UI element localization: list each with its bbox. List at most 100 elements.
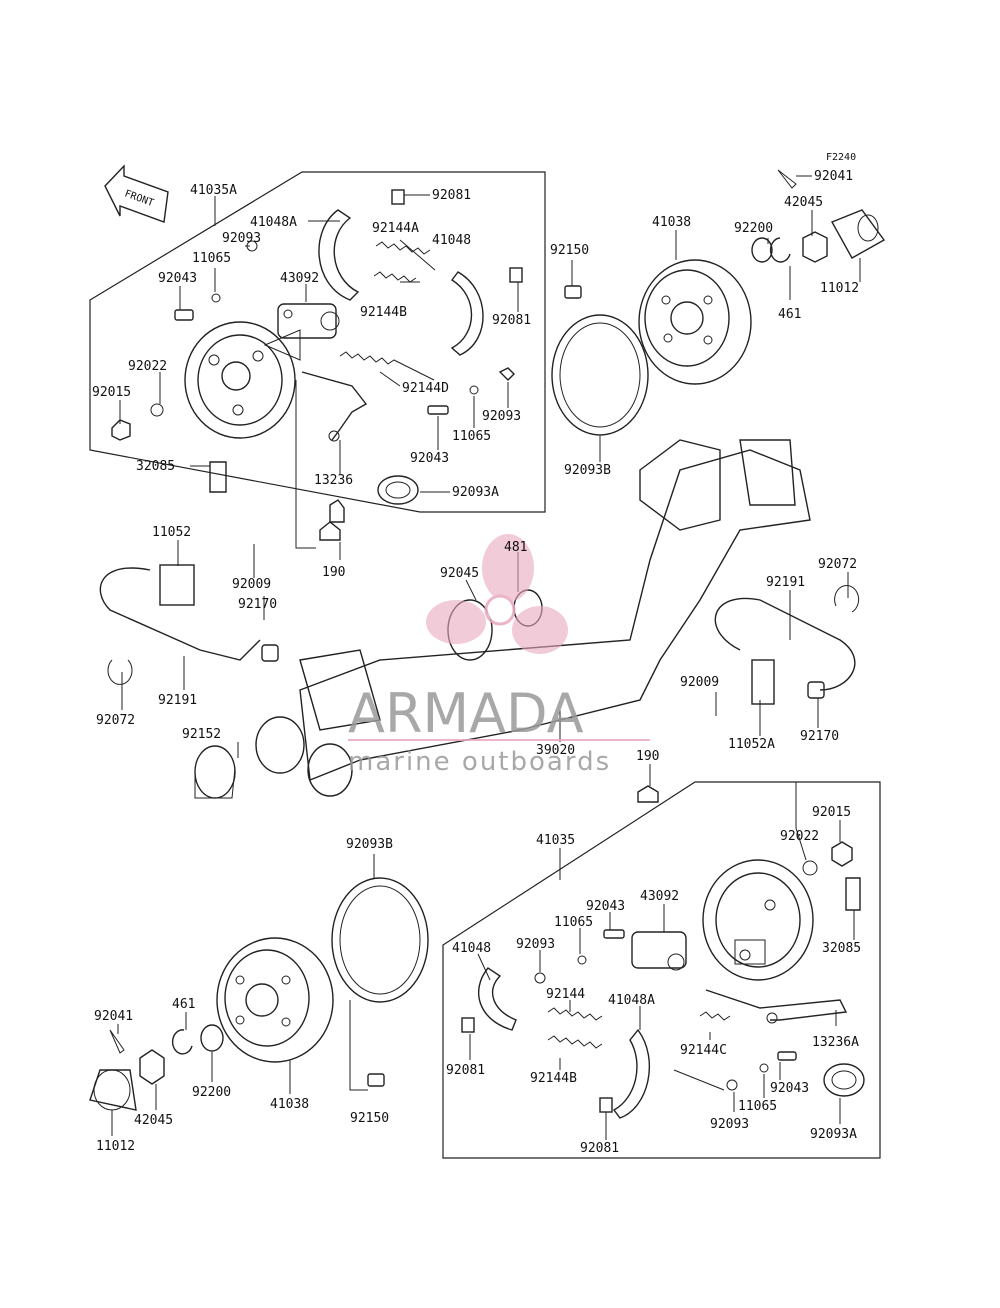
label-92191-right: 92191: [766, 575, 805, 590]
brake-lever-left: [301, 371, 368, 442]
label-11065-top-1: 11065: [192, 251, 231, 266]
label-190-left: 190: [322, 565, 345, 580]
drum-seal-ring-top: [551, 314, 649, 436]
label-13236A: 13236A: [812, 1035, 859, 1050]
brake-shoe-left-b: [450, 271, 484, 356]
springs-right: [547, 1007, 731, 1049]
brake-shoe-right-b: [612, 1028, 651, 1119]
axle-end-parts-top: [564, 169, 886, 299]
label-11052: 11052: [152, 525, 191, 540]
label-92093A-top: 92093A: [452, 485, 499, 500]
seal-92093A-right: [823, 1063, 865, 1097]
label-92093A-bottom: 92093A: [810, 1127, 857, 1142]
label-92041-top: 92041: [814, 169, 853, 184]
label-92072-right: 92072: [818, 557, 857, 572]
label-41048-bottom: 41048: [452, 941, 491, 956]
label-92081-top-1: 92081: [432, 188, 471, 203]
axle-end-parts-bottom: [89, 1024, 385, 1111]
bolts-190: [319, 521, 659, 803]
leader-lines: [111, 175, 861, 1140]
label-41048A-top: 41048A: [250, 215, 297, 230]
brake-shoe-right-a: [478, 967, 517, 1031]
label-41038-bottom: 41038: [270, 1097, 309, 1112]
label-461-top: 461: [778, 307, 801, 322]
label-92144B-top: 92144B: [360, 305, 407, 320]
seal-92093A-left: [377, 475, 419, 505]
label-39020: 39020: [536, 743, 575, 758]
label-92045-center: 92045: [440, 566, 479, 581]
figure-code: F2240: [826, 152, 856, 163]
rear-axle-housing: [194, 439, 811, 799]
label-11052A: 11052A: [728, 737, 775, 752]
propeller-logo-icon: [426, 534, 568, 654]
label-92191-left: 92191: [158, 693, 197, 708]
label-92093-top-2: 92093: [482, 409, 521, 424]
label-92081-bottom-1: 92081: [446, 1063, 485, 1078]
label-92015-top: 92015: [92, 385, 131, 400]
label-92043-top-1: 92043: [158, 271, 197, 286]
label-92041-bottom: 92041: [94, 1009, 133, 1024]
label-32085-bottom: 32085: [822, 941, 861, 956]
label-92022-bottom: 92022: [780, 829, 819, 844]
brake-cable-left: [99, 564, 279, 685]
wheel-cylinder-left: [277, 303, 340, 339]
label-92081-bottom-2: 92081: [580, 1141, 619, 1156]
label-92144B-bottom: 92144B: [530, 1071, 577, 1086]
label-92093-bottom-1: 92093: [516, 937, 555, 952]
label-92150-top: 92150: [550, 243, 589, 258]
label-92072-left: 92072: [96, 713, 135, 728]
label-43092-top: 43092: [280, 271, 319, 286]
label-41035A: 41035A: [190, 183, 237, 198]
label-11012-top: 11012: [820, 281, 859, 296]
label-42045-bottom: 42045: [134, 1113, 173, 1128]
rear-brake-right-group-box: [442, 781, 881, 1159]
label-92144D: 92144D: [402, 381, 449, 396]
label-13236: 13236: [314, 473, 353, 488]
label-92200-top: 92200: [734, 221, 773, 236]
label-11065-bottom-2: 11065: [738, 1099, 777, 1114]
part-labels: 41035A 41048A 92081 92144A 41048 92093 1…: [92, 169, 861, 1156]
label-92144A: 92144A: [372, 221, 419, 236]
label-11012-bottom: 11012: [96, 1139, 135, 1154]
label-41038-top: 41038: [652, 215, 691, 230]
drum-seal-ring-bottom: [331, 877, 429, 1003]
brake-lever-right: [705, 989, 848, 1024]
watermark-brand: ARMADA: [348, 682, 584, 745]
label-92081-top-2: 92081: [492, 313, 531, 328]
label-92152: 92152: [182, 727, 221, 742]
label-92144C: 92144C: [680, 1043, 727, 1058]
label-92170-right: 92170: [800, 729, 839, 744]
small-fasteners-left: [111, 189, 523, 493]
label-92022-top: 92022: [128, 359, 167, 374]
label-92150-bottom: 92150: [350, 1111, 389, 1126]
label-92200-bottom: 92200: [192, 1085, 231, 1100]
label-92043-top-2: 92043: [410, 451, 449, 466]
brake-drum-top: [638, 259, 752, 385]
small-fasteners-right: [461, 841, 861, 1113]
label-190-right: 190: [636, 749, 659, 764]
springs-left: [339, 241, 435, 381]
label-92093-top-1: 92093: [222, 231, 261, 246]
label-92093B-top: 92093B: [564, 463, 611, 478]
watermark-tagline: marine outboards: [348, 747, 611, 777]
front-arrow-label: FRONT: [123, 188, 155, 209]
label-41035-bottom: 41035: [536, 833, 575, 848]
label-92009-right: 92009: [680, 675, 719, 690]
label-92009-left: 92009: [232, 577, 271, 592]
brake-drum-bottom: [216, 937, 334, 1063]
label-92093-bottom-2: 92093: [710, 1117, 749, 1132]
label-42045-top: 42045: [784, 195, 823, 210]
label-41048A-bottom: 41048A: [608, 993, 655, 1008]
wheel-cylinder-right: [631, 931, 687, 971]
label-92015-bottom: 92015: [812, 805, 851, 820]
brake-panel-left: [184, 321, 301, 439]
label-11065-top-2: 11065: [452, 429, 491, 444]
label-43092-bottom: 43092: [640, 889, 679, 904]
brake-shoe-left-a: [318, 209, 360, 301]
rear-brake-left-group-box: [89, 171, 546, 513]
label-461-bottom: 461: [172, 997, 195, 1012]
label-92093B-bottom: 92093B: [346, 837, 393, 852]
label-92043-bottom-2: 92043: [770, 1081, 809, 1096]
